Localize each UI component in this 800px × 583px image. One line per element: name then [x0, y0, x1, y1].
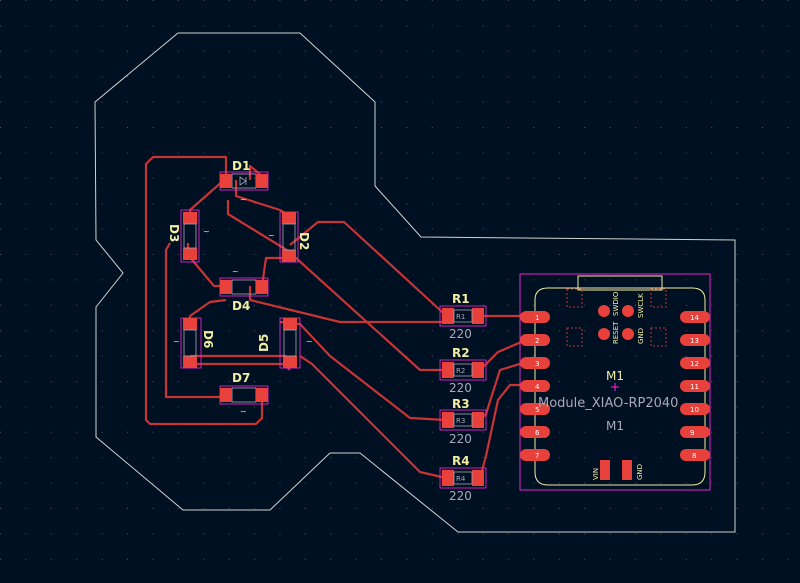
- led-ref-d7: D7: [232, 371, 250, 385]
- led-d4[interactable]: ~ D4: [219, 267, 269, 313]
- led-ref-d6: D6: [201, 330, 215, 348]
- gnd-label: GND: [637, 328, 645, 344]
- svg-text:~: ~: [203, 227, 210, 236]
- svg-text:2: 2: [535, 337, 539, 345]
- svg-text:~: ~: [306, 337, 313, 346]
- svg-text:3: 3: [535, 360, 539, 368]
- gnd-bottom-label: GND: [636, 464, 644, 480]
- resistor-ref-r3: R3: [452, 397, 470, 411]
- led-ref-d5: D5: [257, 334, 271, 352]
- svg-text:~: ~: [268, 231, 275, 240]
- svg-text:7: 7: [535, 452, 539, 460]
- resistor-value-r2: 220: [449, 381, 472, 395]
- module-value: Module_XIAO-RP2040: [538, 396, 678, 411]
- resistor-ref-r4: R4: [452, 454, 470, 468]
- led-d1[interactable]: D1 ~: [219, 159, 269, 204]
- vin-label: VIN: [592, 468, 600, 480]
- svg-text:~: ~: [173, 337, 180, 346]
- svg-text:R3: R3: [456, 417, 465, 425]
- led-ref-d2: D2: [297, 232, 311, 250]
- svg-text:5: 5: [535, 406, 539, 414]
- svg-text:8: 8: [692, 452, 696, 460]
- svg-text:1: 1: [535, 314, 539, 322]
- resistor-value-r3: 220: [449, 432, 472, 446]
- swdio-label: SWDIO: [612, 291, 620, 316]
- svg-text:10: 10: [690, 406, 699, 414]
- led-d6[interactable]: D6 ~: [173, 317, 215, 369]
- svg-text:13: 13: [690, 337, 699, 345]
- module-fab-ref: M1: [606, 419, 624, 433]
- led-ref-d1: D1: [232, 159, 250, 173]
- led-d7[interactable]: D7 ~: [219, 371, 269, 416]
- resistor-r2[interactable]: R2 R2 220: [439, 346, 487, 395]
- svg-text:11: 11: [690, 383, 699, 391]
- resistor-ref-r2: R2: [452, 346, 470, 360]
- resistor-r3[interactable]: R3 R3 220: [439, 397, 487, 446]
- right-pin-pads[interactable]: 14 13 12 11 10 9 8: [680, 311, 710, 461]
- board-outline: [94, 32, 736, 533]
- led-ref-d3: D3: [167, 224, 181, 242]
- led-d3[interactable]: D3 ~: [167, 209, 210, 263]
- swclk-label: SWCLK: [637, 293, 645, 318]
- resistor-r1[interactable]: R1 R1 220: [439, 292, 487, 341]
- svg-text:9: 9: [690, 429, 694, 437]
- svg-text:~: ~: [240, 407, 247, 416]
- svg-text:12: 12: [690, 360, 699, 368]
- led-d5[interactable]: D5 ~: [257, 317, 313, 369]
- module-ref: M1: [606, 369, 624, 383]
- svg-text:~: ~: [240, 195, 247, 204]
- svg-text:14: 14: [690, 314, 699, 322]
- svg-text:R2: R2: [456, 367, 465, 375]
- resistor-value-r1: 220: [449, 327, 472, 341]
- svg-text:6: 6: [535, 429, 540, 437]
- svg-text:R4: R4: [456, 475, 466, 483]
- reset-label: RESET: [612, 321, 620, 344]
- resistor-r4[interactable]: R4 R4 220: [439, 454, 487, 503]
- resistor-ref-r1: R1: [452, 292, 470, 306]
- resistor-value-r4: 220: [449, 489, 472, 503]
- left-pin-pads[interactable]: 1 2 3 4 5 6 7: [520, 311, 550, 461]
- svg-text:R1: R1: [456, 313, 465, 321]
- svg-text:~: ~: [232, 267, 239, 276]
- module-m1[interactable]: RESET SWDIO GND SWCLK VIN GND 1 2 3 4 5 …: [519, 273, 711, 491]
- led-d2[interactable]: D2 ~: [268, 211, 311, 263]
- origin-marker: [611, 383, 619, 391]
- led-ref-d4: D4: [232, 299, 250, 313]
- svg-text:4: 4: [535, 383, 540, 391]
